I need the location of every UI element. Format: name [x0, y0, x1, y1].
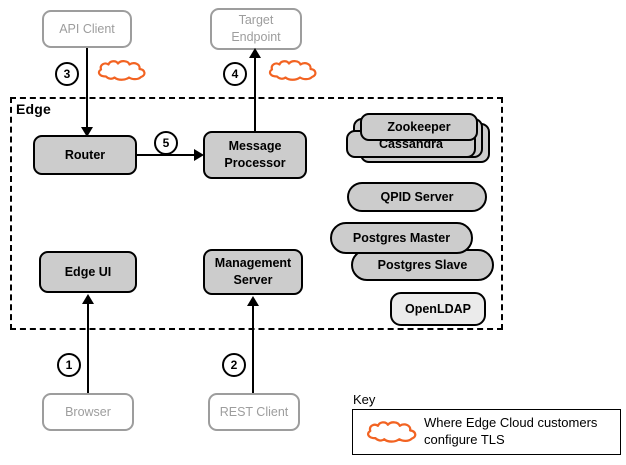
node-qpid-server[interactable]: QPID Server — [347, 182, 487, 212]
edge-zone-label: Edge — [16, 101, 52, 117]
edge-zone-boundary — [10, 97, 503, 330]
node-zookeeper[interactable]: Zookeeper — [360, 113, 478, 141]
tls-cloud-api-client — [94, 59, 150, 88]
node-rest-client[interactable]: REST Client — [208, 393, 300, 431]
connector-mp-to-target-endpoint — [254, 56, 256, 132]
step-badge-1[interactable]: 1 — [57, 353, 81, 377]
step-badge-2[interactable]: 2 — [222, 353, 246, 377]
node-browser[interactable]: Browser — [42, 393, 134, 431]
step-badge-1-label: 1 — [65, 358, 73, 372]
key-title: Key — [353, 392, 376, 407]
arrow-rest-client-to-ms — [247, 296, 259, 306]
node-browser-label: Browser — [65, 404, 111, 419]
connector-browser-to-edge-ui — [87, 302, 89, 393]
node-router[interactable]: Router — [33, 135, 137, 175]
arrow-api-client-to-router — [81, 127, 93, 137]
key-box — [352, 409, 621, 455]
step-badge-3-label: 3 — [63, 67, 71, 81]
node-api-client[interactable]: API Client — [42, 10, 132, 48]
step-badge-4[interactable]: 4 — [223, 62, 247, 86]
node-message-processor[interactable]: Message Processor — [203, 131, 307, 179]
node-target-endpoint-label: Target Endpoint — [231, 13, 281, 44]
node-rest-client-label: REST Client — [219, 404, 289, 419]
node-openldap[interactable]: OpenLDAP — [390, 292, 486, 326]
arrow-mp-to-target-endpoint — [249, 48, 261, 58]
node-postgres-slave-label: Postgres Slave — [377, 257, 468, 272]
node-zookeeper-label: Zookeeper — [387, 119, 451, 134]
arrow-router-to-mp — [194, 149, 204, 161]
arrow-browser-to-edge-ui — [82, 294, 94, 304]
node-postgres-master-label: Postgres Master — [352, 230, 451, 245]
key-tls-cloud-icon — [363, 420, 421, 450]
node-postgres-master[interactable]: Postgres Master — [330, 222, 473, 254]
connector-api-client-to-router — [86, 48, 88, 128]
step-badge-5-label: 5 — [162, 136, 170, 150]
tls-cloud-target-endpoint — [265, 59, 321, 88]
node-edge-ui-label: Edge UI — [64, 264, 112, 279]
node-openldap-label: OpenLDAP — [405, 301, 471, 316]
node-message-processor-label: Message Processor — [224, 139, 286, 170]
step-badge-4-label: 4 — [231, 67, 239, 81]
node-target-endpoint[interactable]: Target Endpoint — [210, 8, 302, 50]
node-management-server[interactable]: Management Server — [203, 249, 303, 295]
connector-router-to-mp — [137, 154, 195, 156]
key-entry-label: Where Edge Cloud customers configure TLS — [424, 415, 598, 447]
node-qpid-server-label: QPID Server — [380, 189, 454, 204]
node-management-server-label: Management Server — [214, 256, 292, 287]
node-postgres-slave[interactable]: Postgres Slave — [351, 249, 494, 281]
connector-rest-client-to-ms — [252, 304, 254, 393]
node-api-client-label: API Client — [59, 21, 115, 36]
step-badge-3[interactable]: 3 — [55, 62, 79, 86]
node-router-label: Router — [64, 147, 106, 162]
node-edge-ui[interactable]: Edge UI — [39, 251, 137, 293]
step-badge-5[interactable]: 5 — [154, 131, 178, 155]
step-badge-2-label: 2 — [230, 358, 238, 372]
